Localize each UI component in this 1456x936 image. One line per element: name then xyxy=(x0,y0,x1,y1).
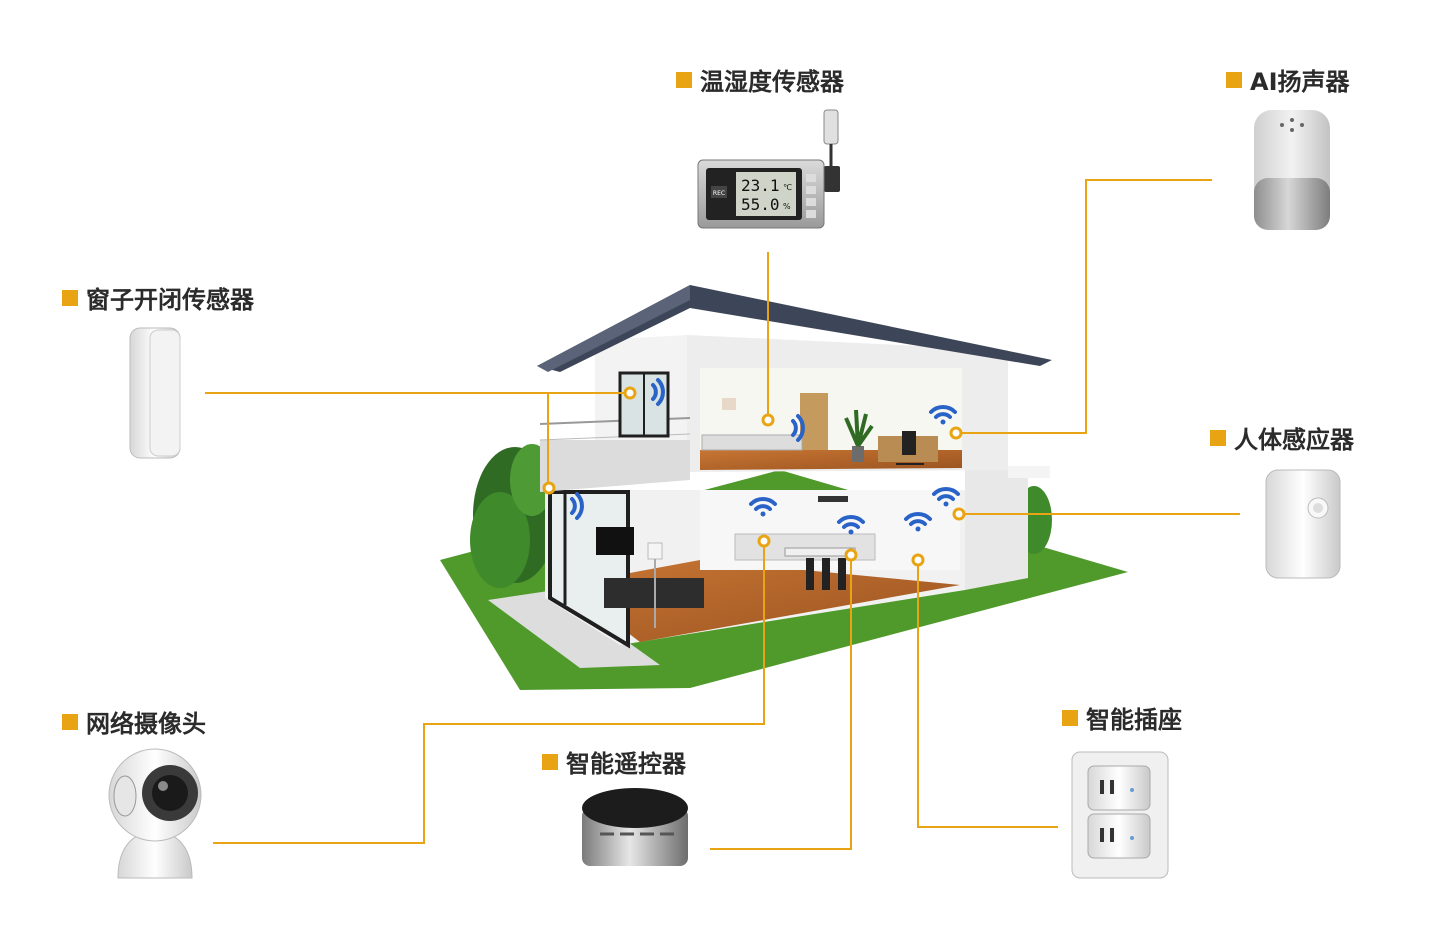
tv xyxy=(596,527,634,555)
motion-sensor-device xyxy=(1265,469,1341,579)
wifi-icon xyxy=(837,515,865,535)
wardrobe xyxy=(800,393,828,450)
temp-unit: ℃ xyxy=(783,183,792,192)
dot-remote xyxy=(844,548,858,562)
bullet-square xyxy=(542,753,558,770)
wifi-icon xyxy=(749,497,777,517)
house-base-right-wall xyxy=(965,470,1028,590)
dining-table xyxy=(784,547,856,557)
plant-upper xyxy=(844,409,874,462)
balcony-floor xyxy=(540,440,690,492)
temp-sensor-label: 温湿度传感器 xyxy=(676,62,844,97)
smart-remote-device xyxy=(582,788,688,866)
bullet-square xyxy=(1062,709,1078,726)
signal-waves-icon xyxy=(651,378,665,406)
line-smart-plug xyxy=(917,560,1058,828)
line-ai-speaker xyxy=(956,179,1212,434)
signal-waves-icon xyxy=(791,414,805,442)
bed xyxy=(701,434,803,451)
lamp-upper xyxy=(722,398,736,410)
smart-plug-label-text: 智能插座 xyxy=(1086,706,1182,734)
ai-speaker-label-text: AI扬声器 xyxy=(1250,68,1350,96)
bullet-square xyxy=(1210,429,1226,446)
bullet-square xyxy=(62,289,78,306)
temp-readout: 23.1 xyxy=(741,176,780,195)
bullet-square xyxy=(1226,71,1242,88)
signal-waves-icon xyxy=(570,492,584,520)
dot-temp xyxy=(761,413,775,427)
floor-lamp xyxy=(647,542,663,560)
humidity-readout: 55.0 xyxy=(741,195,780,214)
dot-plug xyxy=(911,553,925,567)
house-illustration xyxy=(440,285,1128,690)
motion-sensor-label: 人体感应器 xyxy=(1210,420,1354,455)
ai-speaker-label: AI扬声器 xyxy=(1226,62,1350,97)
temp-humidity-sensor-device: REC 23.1 ℃ 55.0 % xyxy=(697,109,840,229)
eave-right xyxy=(1008,466,1050,478)
wifi-icon xyxy=(932,487,960,507)
dining-chairs xyxy=(806,558,846,590)
anchor-dots xyxy=(542,386,966,567)
temp-sensor-label-text: 温湿度传感器 xyxy=(700,68,844,96)
dot-motion xyxy=(952,507,966,521)
line-camera xyxy=(213,541,765,844)
window-sensor-label-text: 窗子开闭传感器 xyxy=(86,286,254,314)
wifi-icon xyxy=(929,405,957,425)
path xyxy=(488,590,660,668)
connector-lines xyxy=(205,179,1240,850)
camera-label-text: 网络摄像头 xyxy=(86,710,206,738)
wifi-icon xyxy=(904,512,932,532)
humidity-unit: % xyxy=(783,202,791,211)
chair-upper xyxy=(896,431,924,465)
window-sensor-label: 窗子开闭传感器 xyxy=(62,280,254,315)
wifi-signals xyxy=(570,378,960,535)
tree-left xyxy=(470,444,557,588)
roof-eave xyxy=(537,285,690,372)
dot-ai-speaker xyxy=(949,426,963,440)
window-sensor-device xyxy=(129,327,181,459)
dot-window-lower xyxy=(542,481,556,495)
dot-camera xyxy=(757,534,771,548)
remote-label-text: 智能遥控器 xyxy=(566,750,686,778)
bullet-square xyxy=(676,71,692,88)
remote-label: 智能遥控器 xyxy=(542,744,686,779)
network-camera-device xyxy=(108,748,202,879)
smart-plug-device xyxy=(1071,751,1169,879)
line-remote xyxy=(710,555,852,850)
smart-plug-label: 智能插座 xyxy=(1062,700,1182,735)
dot-window-upper xyxy=(623,386,637,400)
bullet-square xyxy=(62,713,78,730)
motion-sensor-label-text: 人体感应器 xyxy=(1234,426,1354,454)
temp-rec-button-label: REC xyxy=(713,190,725,197)
camera-label: 网络摄像头 xyxy=(62,704,206,739)
ai-speaker-device xyxy=(1254,110,1330,230)
